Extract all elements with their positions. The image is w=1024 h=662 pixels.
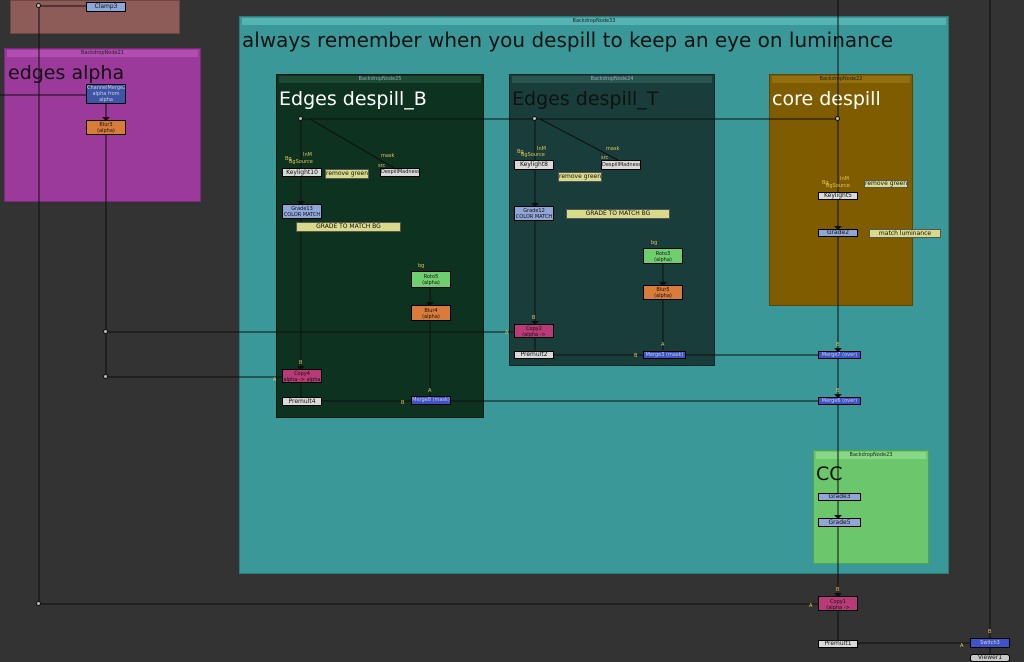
- input-label: src: [378, 163, 386, 169]
- input-label: Bg: [285, 156, 292, 162]
- dot-node[interactable]: [532, 116, 537, 121]
- input-label: A: [505, 330, 509, 336]
- dot-node[interactable]: [298, 116, 303, 121]
- node-merge-over-1[interactable]: Merge7 (over): [818, 351, 861, 359]
- input-label: Bg: [822, 180, 829, 186]
- node-viewer1[interactable]: Viewer1: [970, 654, 1010, 662]
- input-label: bg: [651, 240, 658, 246]
- input-label: A: [428, 388, 432, 394]
- input-label: B: [836, 342, 840, 348]
- dot-node[interactable]: [36, 3, 41, 8]
- node-premult4[interactable]: Premult4: [282, 397, 322, 406]
- backdrop-header: BackdropNode22: [772, 76, 910, 83]
- node-grade3[interactable]: Grade3: [818, 493, 861, 501]
- node-grade5[interactable]: Grade5: [818, 518, 861, 527]
- backdrop-title: CC: [816, 463, 843, 485]
- backdrop-header: BackdropNode24: [512, 76, 712, 83]
- node-merge-over-2[interactable]: Merge6 (over): [818, 397, 861, 405]
- node-switch[interactable]: Switch3: [970, 638, 1010, 648]
- backdrop-title: edges alpha: [8, 62, 125, 84]
- dot-node[interactable]: [103, 329, 108, 334]
- input-label: B: [836, 587, 840, 593]
- input-label: InM: [537, 146, 546, 152]
- node-premult1[interactable]: Premult1: [818, 640, 858, 648]
- backdrop-header: BackdropNode23: [816, 452, 926, 459]
- input-label: InM: [840, 176, 849, 182]
- backdrop-title: core despill: [772, 88, 881, 110]
- node-keylight8[interactable]: Keylight8: [514, 160, 554, 170]
- node-despillmadness-t[interactable]: DespillMadness: [601, 160, 641, 170]
- input-label: BgSource: [521, 152, 545, 158]
- node-grade12[interactable]: Grade12 COLOR MATCH: [514, 206, 554, 221]
- node-copy2[interactable]: Copy2 (alpha -> alpha): [514, 324, 554, 338]
- backdrop-title: Edges despill_B: [279, 88, 427, 110]
- dot-node[interactable]: [835, 116, 840, 121]
- backdrop-title: always remember when you despill to keep…: [242, 28, 894, 52]
- dot-node[interactable]: [36, 601, 41, 606]
- backdrop-edges-despill-b[interactable]: BackdropNode25 Edges despill_B: [276, 74, 484, 418]
- node-blur4[interactable]: Blur4 (alpha): [411, 305, 451, 321]
- backdrop-core-despill[interactable]: BackdropNode22 core despill: [769, 74, 913, 306]
- node-merge-b[interactable]: Merge8 (mask): [411, 396, 451, 405]
- input-label: A: [273, 377, 277, 383]
- input-label: A: [809, 603, 813, 609]
- input-label: BgSource: [289, 159, 313, 165]
- input-label: A: [960, 643, 964, 649]
- input-label: mask: [606, 146, 620, 152]
- input-label: src: [601, 155, 609, 161]
- backdrop-title: Edges despill_T: [512, 88, 659, 110]
- node-merge-t[interactable]: Merge3 (mask): [643, 351, 686, 359]
- backdrop-header: BackdropNode21: [7, 50, 198, 57]
- backdrop-cc[interactable]: BackdropNode23 CC: [813, 450, 929, 564]
- node-roto5[interactable]: Roto5 (alpha): [411, 271, 451, 288]
- node-keylight10[interactable]: Keylight10: [282, 168, 322, 177]
- backdrop-header: BackdropNode33: [242, 18, 946, 25]
- node-roto3[interactable]: Roto3 (alpha): [643, 248, 683, 264]
- node-blur5[interactable]: Blur5 (alpha): [643, 285, 683, 300]
- input-label: mask: [381, 153, 395, 159]
- node-copy1[interactable]: Copy1 (alpha -> alpha): [818, 596, 858, 611]
- backdrop-header: BackdropNode25: [279, 76, 481, 83]
- note-remove-green[interactable]: remove green: [558, 172, 602, 182]
- node-grade13[interactable]: Grade13 COLOR MATCH: [282, 204, 322, 219]
- input-label: B: [634, 353, 638, 359]
- node-clamp3[interactable]: Clamp3: [86, 2, 126, 12]
- node-despillmadness-b[interactable]: DespillMadness: [380, 168, 420, 177]
- input-label: BgSource: [826, 183, 850, 189]
- input-label: bg: [418, 263, 425, 269]
- input-label: B: [988, 629, 992, 635]
- note-remove-green[interactable]: remove green: [325, 169, 369, 179]
- input-label: B: [532, 315, 536, 321]
- note-remove-green[interactable]: remove green: [864, 180, 908, 188]
- node-grade2[interactable]: Grade2: [818, 229, 858, 237]
- note-grade-to-match-bg[interactable]: GRADE TO MATCH BG: [566, 209, 670, 219]
- node-premult2[interactable]: Premult2: [514, 351, 554, 359]
- dot-node[interactable]: [103, 374, 108, 379]
- input-label: A: [661, 342, 665, 348]
- node-blur3[interactable]: Blur3 (alpha): [86, 120, 126, 135]
- input-label: InM: [303, 152, 312, 158]
- node-channelmerge2[interactable]: ChannelMerge2 alpha from alpha (alpha): [86, 84, 126, 104]
- node-copy4[interactable]: Copy4 alpha -> alpha: [282, 369, 322, 383]
- input-label: B: [836, 388, 840, 394]
- input-label: B: [401, 400, 405, 406]
- note-grade-to-match-bg[interactable]: GRADE TO MATCH BG: [296, 222, 401, 232]
- note-match-luminance[interactable]: match luminance: [869, 229, 941, 238]
- input-label: Bg: [517, 149, 524, 155]
- node-keylight5[interactable]: Keylight5: [818, 192, 858, 200]
- input-label: B: [299, 360, 303, 366]
